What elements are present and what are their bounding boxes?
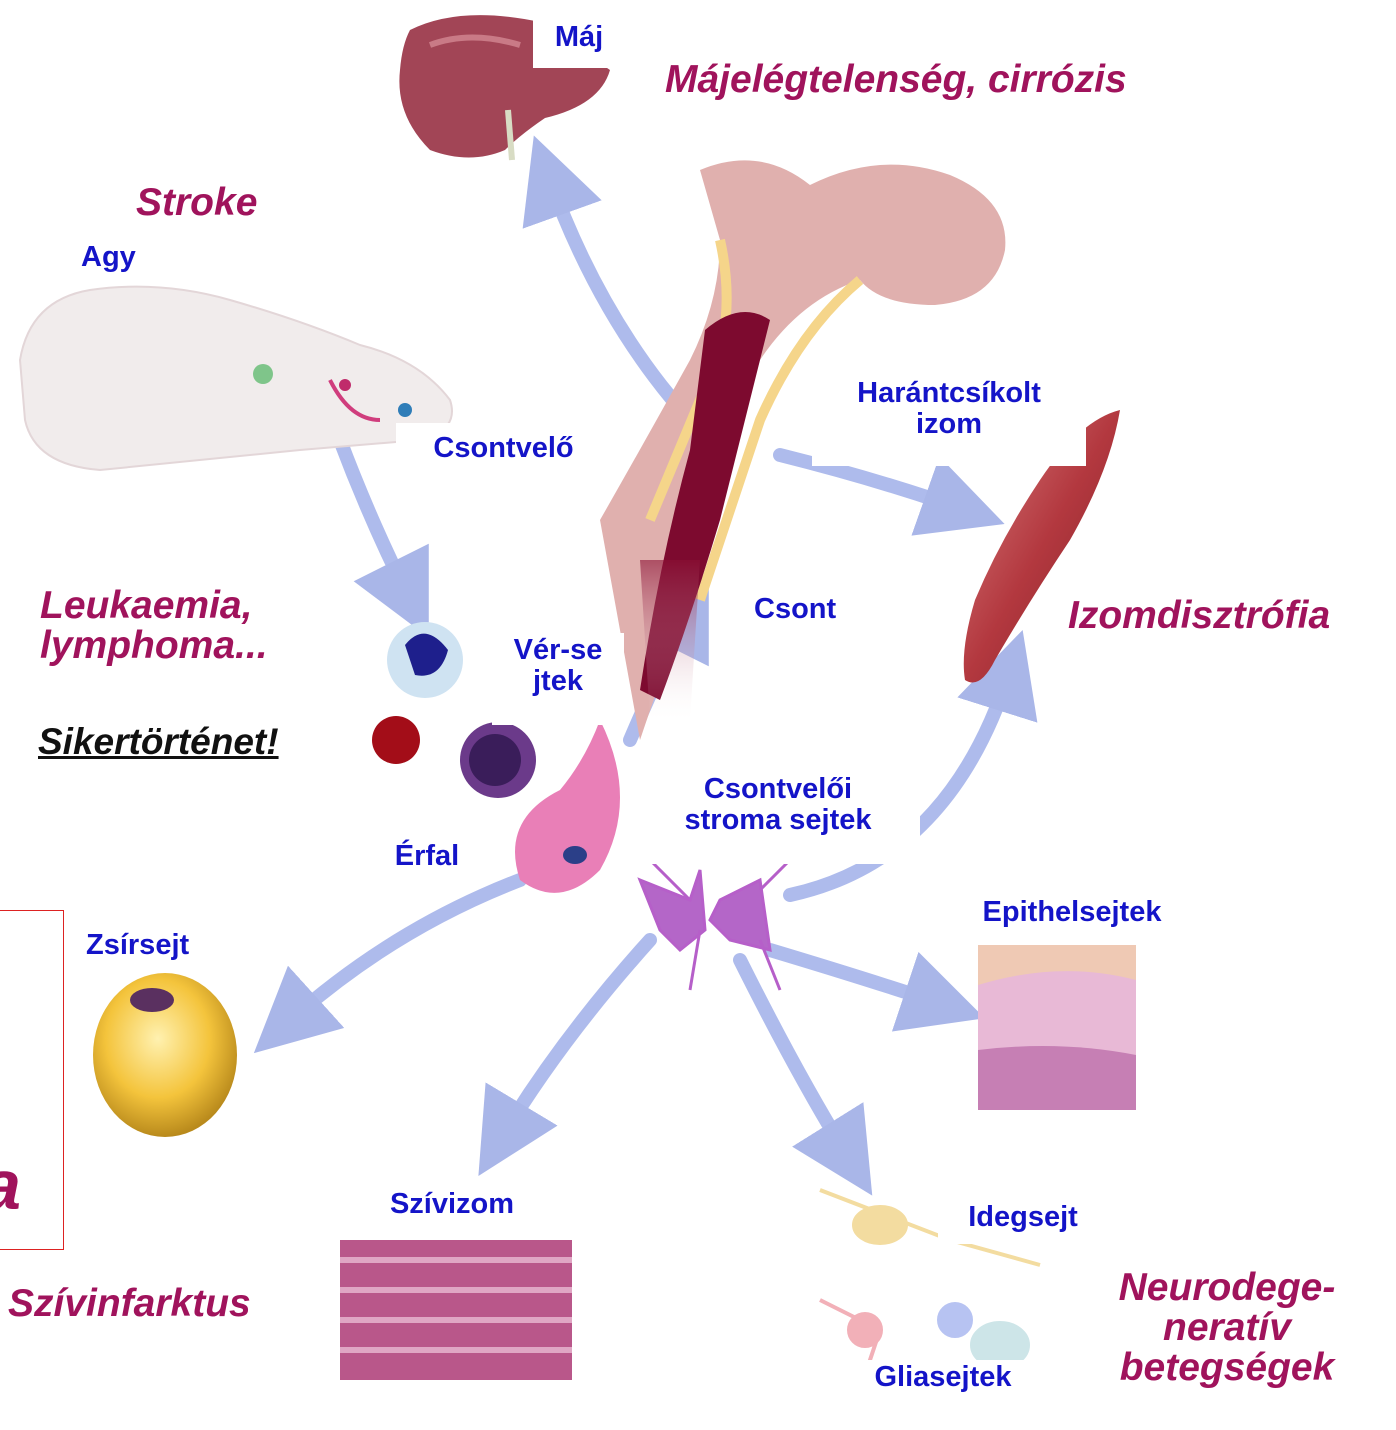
heart-muscle-illustration: [340, 1240, 572, 1380]
label-skeletal-muscle: Harántcsíkolt izom: [812, 376, 1086, 466]
label-liver: Máj: [533, 20, 625, 68]
disease-leukaemia-text: Leukaemia, lymphoma...: [40, 586, 340, 666]
arrow-to-fat: [285, 880, 520, 1025]
label-brain: Agy: [75, 240, 142, 275]
label-heart-muscle: Szívizom: [345, 1180, 559, 1229]
fat-cell-illustration: [93, 973, 237, 1137]
disease-neuro-text: Neurodege-neratív betegségek: [1092, 1268, 1362, 1388]
label-stromal-cells-text: Csontvelői stroma sejtek: [653, 774, 903, 836]
clipped-letter: a: [0, 1150, 21, 1220]
label-blood-cells: Vér-sejtek: [492, 633, 624, 725]
arrow-to-liver: [548, 175, 690, 420]
stromal-cells-illustration: [640, 860, 790, 990]
disease-heart: Szívinfarktus: [8, 1284, 251, 1324]
arrow-to-heart: [500, 940, 650, 1140]
disease-leukaemia: Leukaemia, lymphoma...: [40, 586, 340, 666]
disease-neuro: Neurodege-neratív betegségek: [1092, 1268, 1362, 1388]
arrow-to-neuron: [740, 960, 850, 1160]
label-stromal-cells: Csontvelői stroma sejtek: [636, 772, 920, 864]
label-blood-cells-text: Vér-sejtek: [513, 635, 603, 697]
label-bone-marrow: Csontvelő: [396, 423, 611, 474]
label-skeletal-muscle-text: Harántcsíkolt izom: [834, 378, 1064, 440]
disease-muscle: Izomdisztrófia: [1068, 596, 1330, 636]
label-epithelial-cells: Epithelsejtek: [940, 895, 1204, 943]
label-bone: Csont: [748, 592, 842, 627]
arrow-to-epithelium: [770, 950, 945, 1005]
label-glia: Gliasejtek: [842, 1360, 1044, 1409]
brain-illustration: [20, 287, 452, 470]
disease-success: Sikertörténet!: [38, 722, 279, 762]
disease-stroke: Stroke: [136, 183, 257, 223]
label-vessel-wall: Érfal: [366, 832, 488, 881]
disease-liver: Májelégtelenség, cirrózis: [665, 60, 1127, 100]
epithelium-illustration: [978, 945, 1136, 1110]
label-fat-cell: Zsírsejt: [80, 928, 195, 963]
label-neuron: Idegsejt: [938, 1200, 1108, 1244]
